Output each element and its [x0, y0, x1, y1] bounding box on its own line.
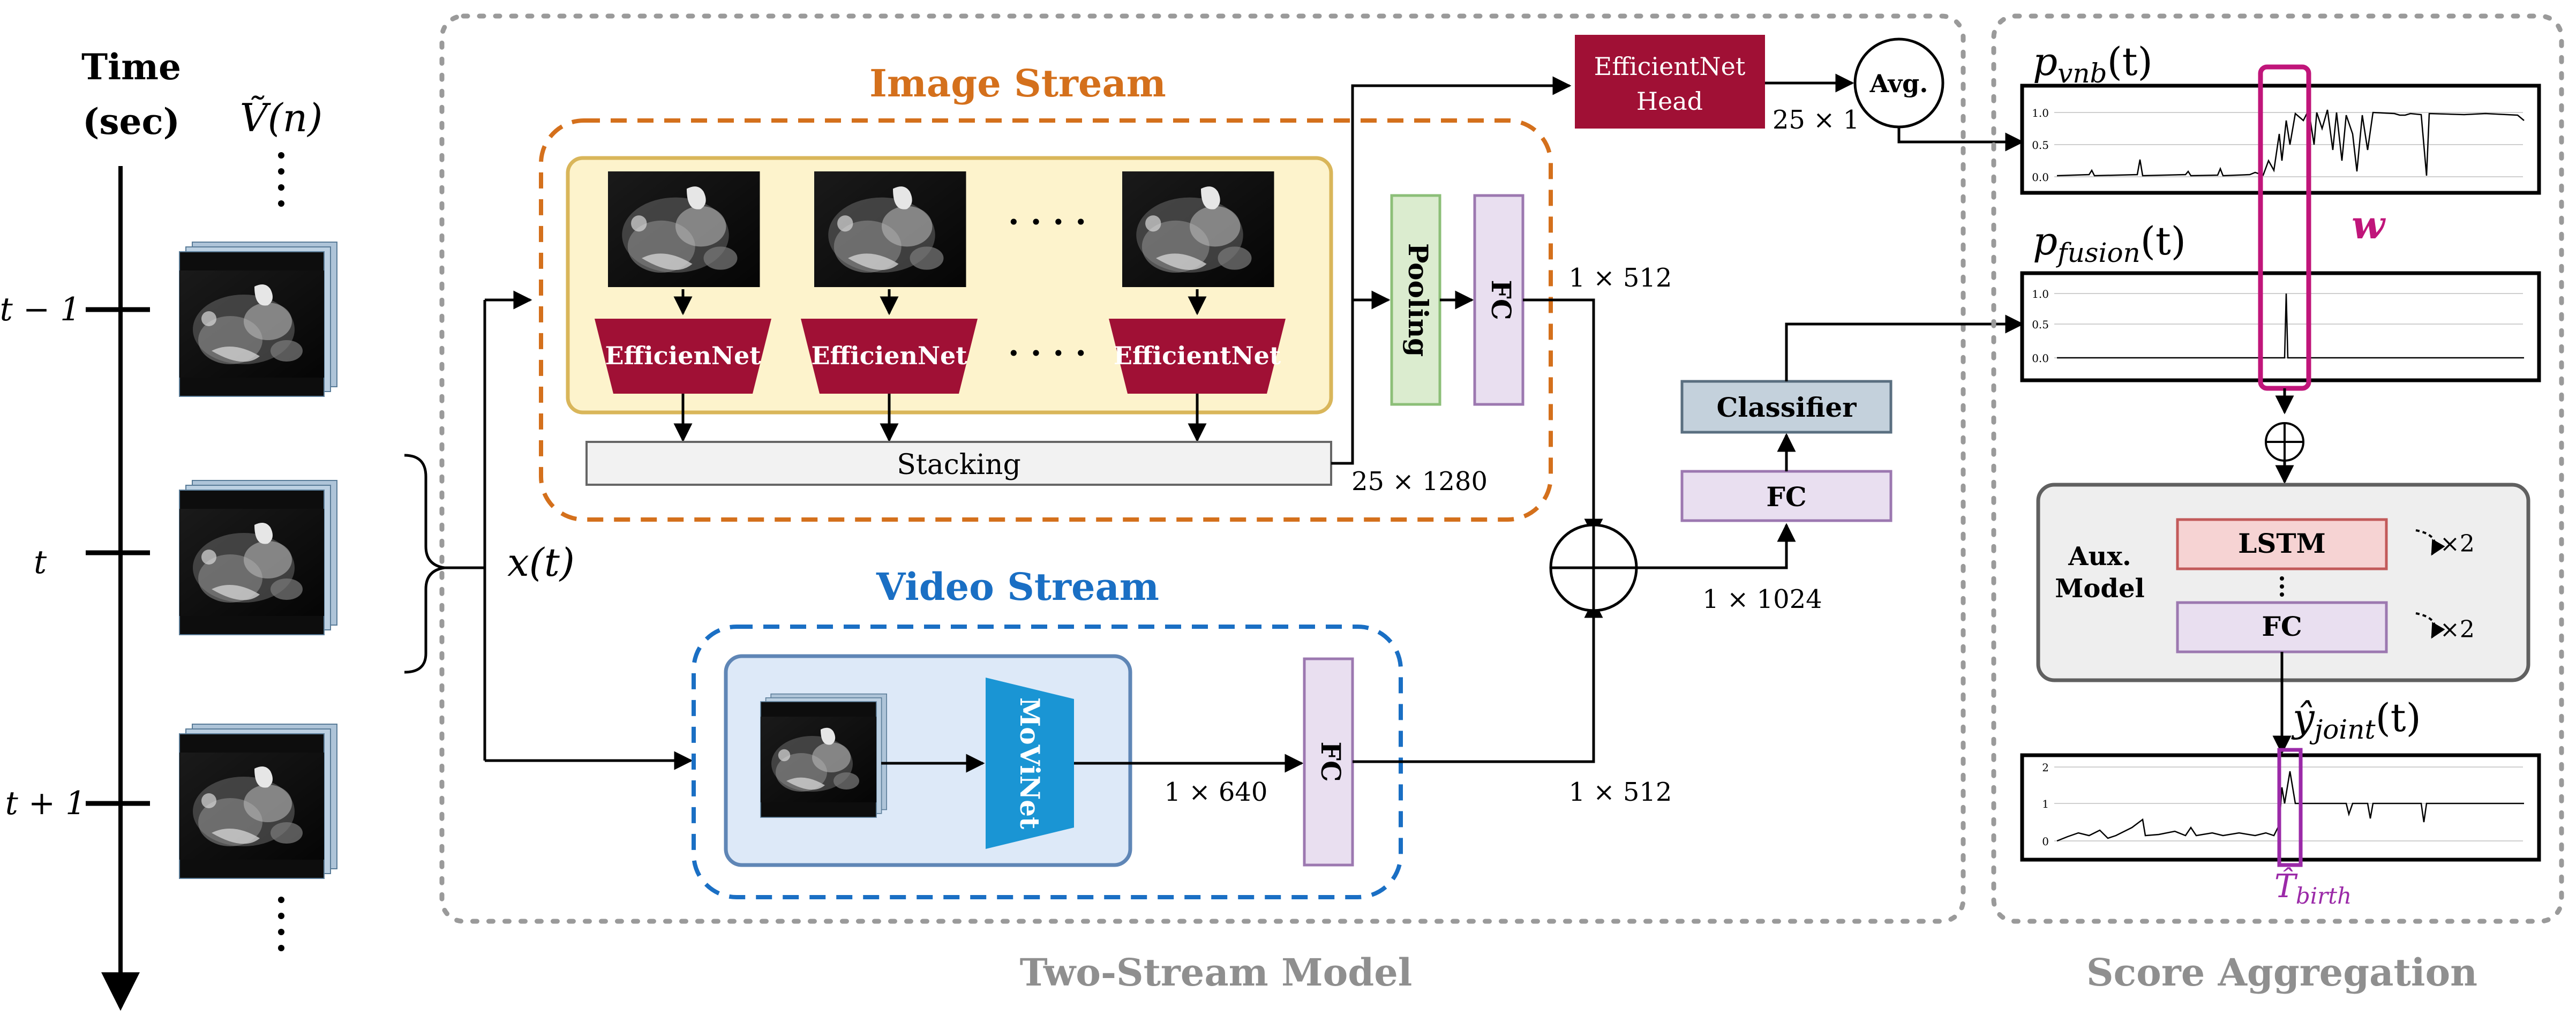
svg-text:EfficientNet: EfficientNet — [1114, 341, 1281, 370]
classifier-block: Classifier — [1680, 380, 1892, 434]
svg-text:1.0: 1.0 — [2032, 288, 2049, 300]
svg-text:0.0: 0.0 — [2032, 352, 2049, 365]
frame-ellipsis: · · · · — [1008, 204, 1086, 241]
tick-label-t-minus-1: t − 1 — [0, 291, 80, 328]
t-birth-label: T̂birth — [2274, 867, 2352, 909]
image-frame-1 — [608, 171, 760, 287]
movinet-dim: 1 × 640 — [1165, 777, 1268, 807]
svg-text:1: 1 — [2042, 798, 2049, 810]
fc-repeat: ×2 — [2440, 616, 2475, 643]
svg-text:Pooling: Pooling — [1402, 243, 1434, 357]
svg-text:EfficienNet: EfficienNet — [605, 341, 761, 370]
p-vnb-plot: 1.0 0.5 0.0 — [2020, 84, 2541, 195]
svg-text:0: 0 — [2042, 835, 2049, 848]
fused-dim: 1 × 1024 — [1702, 584, 1822, 614]
aux-fc-block: FC — [2176, 601, 2388, 653]
svg-text:FC: FC — [1766, 481, 1806, 513]
efficientnet-head: EfficientNet Head — [1575, 35, 1765, 129]
svg-text:EfficienNet: EfficienNet — [811, 341, 967, 370]
svg-text:Classifier: Classifier — [1717, 392, 1857, 423]
svg-text:Head: Head — [1636, 87, 1703, 116]
svg-text:MoViNet: MoViNet — [1014, 697, 1046, 829]
video-fc-block: FC — [1303, 657, 1354, 867]
aux-model-label-1: Aux. — [2068, 542, 2131, 572]
stacking-label: Stacking — [897, 449, 1021, 481]
frame-stack-t-plus-1 — [179, 724, 337, 878]
vertical-dots-aux — [2280, 576, 2284, 597]
svg-text:EfficientNet: EfficientNet — [1594, 52, 1746, 81]
movinet-block: MoViNet — [986, 678, 1074, 849]
vertical-ellipsis-top — [278, 152, 284, 207]
tick-label-t: t — [34, 544, 47, 581]
lstm-repeat: ×2 — [2440, 530, 2475, 558]
timeline: Time (sec) Ṽ(n) t − 1 t t + 1 x(t) — [0, 46, 575, 1011]
sequence-label: Ṽ(n) — [240, 95, 323, 140]
two-stream-model-box — [439, 13, 1966, 924]
lstm-block: LSTM — [2176, 518, 2388, 570]
image-frame-2 — [814, 171, 966, 287]
time-axis-unit: (sec) — [82, 101, 180, 142]
pooling-block: Pooling — [1390, 194, 1441, 406]
encoder-ellipsis: · · · · — [1008, 335, 1086, 372]
svg-text:0.5: 0.5 — [2032, 139, 2049, 152]
aggregate-node — [2265, 422, 2304, 462]
svg-text:FC: FC — [2262, 611, 2302, 642]
head-dim: 25 × 1 — [1773, 105, 1859, 135]
image-fc-dim: 1 × 512 — [1569, 263, 1672, 293]
efficientnet-encoder-3: EfficientNet — [1109, 319, 1286, 394]
video-fc-dim: 1 × 512 — [1569, 777, 1672, 807]
fusion-fc-block: FC — [1680, 470, 1892, 522]
t-birth-highlight — [2277, 748, 2303, 867]
image-frame-3 — [1122, 171, 1274, 287]
score-aggregation-box — [1991, 13, 2564, 924]
average-node: Avg. — [1853, 37, 1944, 129]
svg-text:Avg.: Avg. — [1869, 69, 1928, 98]
input-label: x(t) — [507, 540, 575, 585]
svg-text:FC: FC — [1315, 741, 1347, 781]
frame-stack-t — [179, 480, 337, 635]
svg-text:1.0: 1.0 — [2032, 107, 2049, 119]
svg-text:2: 2 — [2042, 761, 2049, 774]
efficientnet-encoder-2: EfficienNet — [801, 319, 978, 394]
svg-text:0.5: 0.5 — [2032, 318, 2049, 331]
video-stream-title: Video Stream — [876, 565, 1159, 609]
video-clip-stack — [761, 694, 887, 817]
input-routing — [445, 290, 693, 770]
p-fusion-label: pfusion(t) — [2033, 219, 2186, 268]
efficientnet-encoder-1: EfficienNet — [595, 319, 771, 394]
y-joint-label: ŷjoint(t) — [2291, 695, 2421, 745]
image-stream-title: Image Stream — [869, 61, 1166, 106]
aux-model-label-2: Model — [2055, 574, 2144, 604]
time-axis-title: Time — [81, 46, 181, 88]
p-fusion-plot: 1.0 0.5 0.0 — [2020, 271, 2541, 382]
stacking-block — [585, 441, 1332, 486]
tick-label-t-plus-1: t + 1 — [5, 785, 86, 822]
vertical-ellipsis-bottom — [278, 897, 284, 951]
concat-node — [1549, 523, 1638, 612]
p-vnb-label: pvnb(t) — [2033, 39, 2153, 89]
image-stream-box — [539, 118, 1553, 522]
svg-text:FC: FC — [1485, 280, 1517, 320]
frame-stack-t-minus-1 — [179, 242, 337, 396]
svg-text:0.0: 0.0 — [2032, 171, 2049, 184]
image-fc-block: FC — [1473, 194, 1524, 406]
svg-text:LSTM: LSTM — [2238, 528, 2326, 559]
window-label: w — [2352, 202, 2386, 247]
input-brace — [404, 454, 445, 674]
stacking-dim: 25 × 1280 — [1351, 467, 1488, 497]
two-stream-model-caption: Two-Stream Model — [1020, 950, 1413, 995]
score-aggregation-caption: Score Aggregation — [2086, 950, 2477, 995]
